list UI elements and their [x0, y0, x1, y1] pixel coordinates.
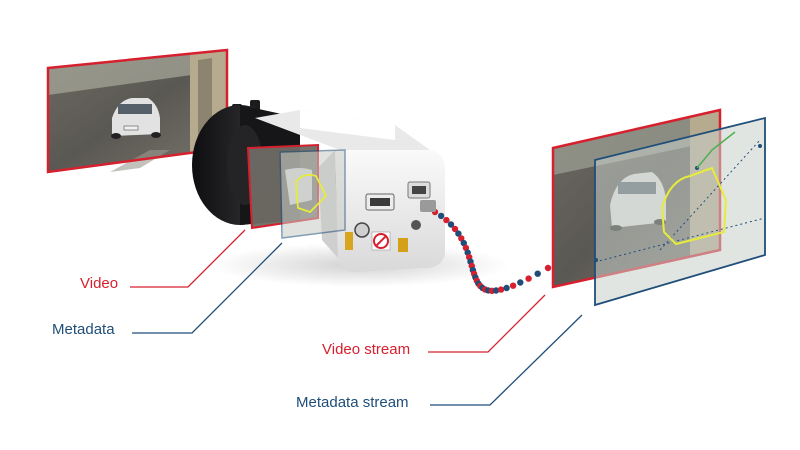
video-label: Video [80, 275, 119, 292]
cable-dot [458, 235, 465, 242]
cable-dot [525, 275, 532, 282]
tracking-outline [660, 166, 728, 246]
video-stream-leader-line [428, 294, 546, 353]
warning-sticker-icon [371, 231, 391, 251]
video-leader-line [130, 229, 246, 288]
stream-cable [431, 208, 552, 294]
cable-dot [509, 282, 517, 289]
cable-dot [437, 212, 445, 220]
cable-dot [447, 221, 455, 228]
cable-plug [420, 200, 436, 212]
cable-dot [497, 286, 505, 293]
cable-dot [443, 216, 450, 224]
cable-dot [503, 284, 510, 292]
car-icon [111, 98, 161, 139]
metadata-label: Metadata [52, 321, 115, 338]
cable-dot [451, 225, 459, 233]
cable-dot [455, 230, 462, 237]
cable-dot [492, 287, 500, 294]
metadata-stream-leader-line [430, 314, 583, 406]
camera-metadata-frame [279, 149, 346, 239]
cable-dot [517, 279, 524, 286]
cable-dot [544, 264, 552, 272]
metadata-stream-label: Metadata stream [296, 394, 409, 411]
video-stream-label: Video stream [322, 341, 411, 358]
output-metadata-frame [594, 116, 766, 307]
cable-dot [460, 239, 467, 247]
metadata-leader-line [132, 242, 283, 334]
cable-dot [534, 270, 541, 277]
